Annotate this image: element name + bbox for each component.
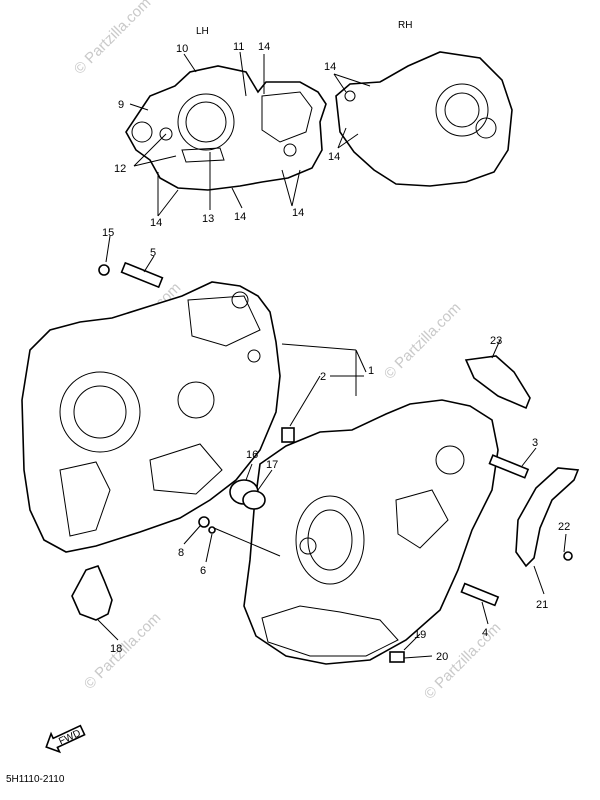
stud-bolt-rh bbox=[488, 454, 530, 479]
callout-14-left: 14 bbox=[150, 217, 162, 229]
callout-16: 16 bbox=[246, 449, 258, 461]
callout-9: 9 bbox=[118, 99, 124, 111]
callout-11: 11 bbox=[233, 41, 244, 53]
callout-20: 20 bbox=[436, 651, 448, 663]
callout-22: 22 bbox=[558, 521, 570, 533]
callout-3: 3 bbox=[532, 437, 538, 449]
callout-15: 15 bbox=[102, 227, 114, 239]
crankcase-right-half bbox=[243, 399, 499, 665]
chain-guide bbox=[515, 467, 580, 568]
callout-8: 8 bbox=[178, 547, 184, 559]
callout-14-rh-bottom: 14 bbox=[328, 151, 340, 163]
gasket-lh bbox=[125, 65, 327, 191]
o-ring bbox=[242, 490, 266, 510]
dowel bbox=[198, 516, 210, 528]
front-direction-arrow: FWD bbox=[45, 724, 86, 754]
callout-19: 19 bbox=[414, 629, 426, 641]
callout-14-rh-top: 14 bbox=[324, 61, 336, 73]
nut bbox=[98, 264, 110, 276]
callout-10: 10 bbox=[176, 43, 188, 55]
washer bbox=[389, 651, 405, 663]
callout-21: 21 bbox=[536, 599, 548, 611]
watermark-1: © Partzilla.com bbox=[71, 0, 154, 78]
callout-1: 1 bbox=[368, 365, 374, 377]
stud-bolt-lower bbox=[460, 582, 500, 607]
callout-13: 13 bbox=[202, 213, 214, 225]
breather-cover bbox=[464, 355, 531, 410]
dowel-pin bbox=[281, 427, 295, 443]
leader-lines bbox=[97, 51, 567, 659]
callout-23: 23 bbox=[490, 335, 502, 347]
front-tag: FWD bbox=[57, 728, 82, 748]
callout-labels: 10 11 14 9 12 14 13 14 14 14 14 15 5 1 2… bbox=[102, 41, 570, 663]
callout-6: 6 bbox=[200, 565, 206, 577]
o-ring-small bbox=[208, 526, 216, 534]
gasket-rh bbox=[335, 51, 513, 187]
cover-plate bbox=[71, 565, 113, 621]
callout-14-top: 14 bbox=[258, 41, 270, 53]
side-label-lh: LH bbox=[196, 26, 209, 37]
callout-12: 12 bbox=[114, 163, 126, 175]
watermark-6: © Partzilla.com bbox=[421, 619, 504, 702]
callout-14-right: 14 bbox=[292, 207, 304, 219]
callout-18: 18 bbox=[110, 643, 122, 655]
crankcase-left-half bbox=[21, 281, 281, 553]
part-code: 5H1110-2110 bbox=[6, 774, 65, 785]
callout-2: 2 bbox=[320, 371, 326, 383]
watermark-4: © Partzilla.com bbox=[381, 299, 464, 382]
callout-14-mid: 14 bbox=[234, 211, 246, 223]
callout-4: 4 bbox=[482, 627, 488, 639]
side-label-rh: RH bbox=[398, 20, 412, 31]
callout-5: 5 bbox=[150, 247, 156, 259]
watermark-5: © Partzilla.com bbox=[81, 609, 164, 692]
callout-17: 17 bbox=[266, 459, 278, 471]
stud-bolt bbox=[120, 261, 164, 289]
screw bbox=[563, 551, 573, 561]
